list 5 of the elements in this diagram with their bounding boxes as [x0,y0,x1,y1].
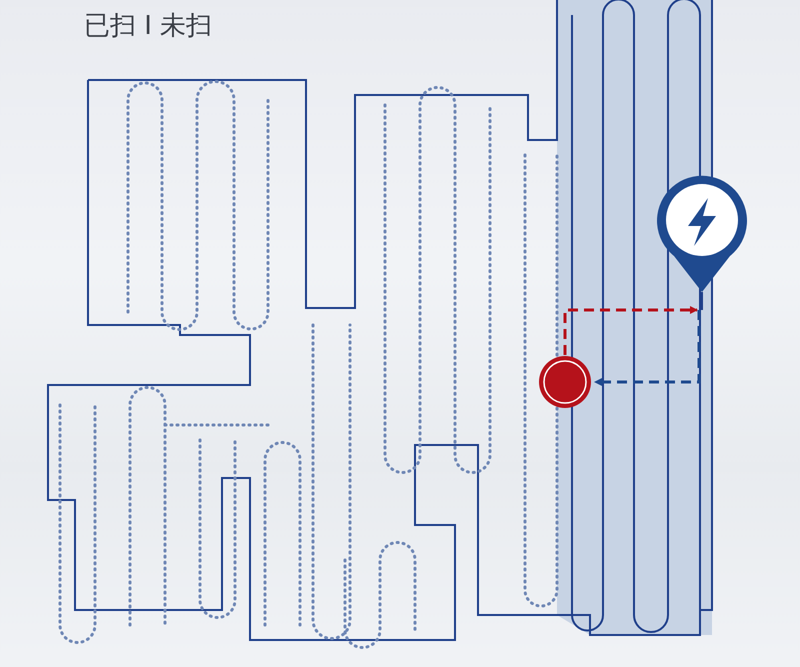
arrow [564,306,698,355]
status-label: 已扫 I 未扫 [84,10,212,43]
robot-marker [538,355,592,409]
charging-station-pin [654,174,750,310]
arrow [594,310,700,386]
